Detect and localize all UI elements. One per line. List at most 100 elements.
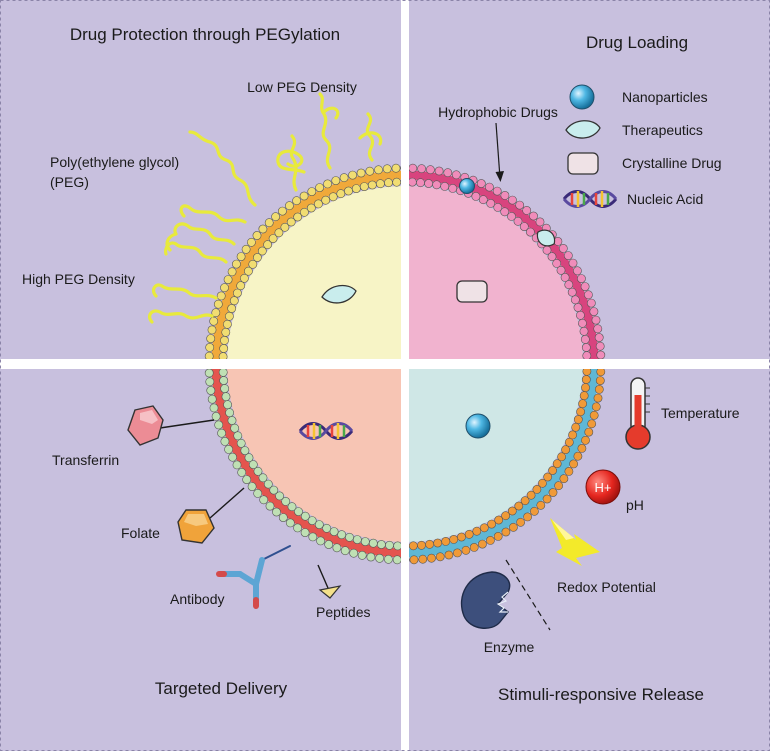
title-drug-loading: Drug Loading xyxy=(586,33,688,52)
title-stimuli-release: Stimuli-responsive Release xyxy=(498,685,704,704)
lipid-head xyxy=(361,538,369,546)
lipid-head xyxy=(272,508,280,516)
lipid-head xyxy=(393,556,401,564)
lipid-head xyxy=(452,171,460,179)
lipid-head xyxy=(218,429,226,437)
lipid-head xyxy=(300,192,308,200)
lipid-head xyxy=(385,541,393,549)
lipid-head xyxy=(248,483,256,491)
lipid-head xyxy=(210,404,218,412)
lipid-head xyxy=(565,467,573,475)
lipid-head xyxy=(206,343,214,351)
label-antibody: Antibody xyxy=(170,591,224,607)
lipid-head xyxy=(231,424,239,432)
lipid-head xyxy=(577,275,585,283)
lipid-head xyxy=(358,551,366,559)
lipid-head xyxy=(247,238,255,246)
lipid-head xyxy=(242,245,250,253)
lipid-head xyxy=(516,201,524,209)
lipid-head xyxy=(241,447,249,455)
label-transferrin: Transferrin xyxy=(52,452,119,468)
lipid-head xyxy=(332,177,340,185)
lipid-head xyxy=(220,284,228,292)
lipid-head xyxy=(594,394,602,402)
nanoparticle-icon xyxy=(570,85,594,109)
lipid-head xyxy=(596,342,604,350)
crystalline-drug-icon xyxy=(457,281,487,302)
lipid-head xyxy=(583,352,591,360)
lipid-head xyxy=(569,259,577,267)
lipid-head xyxy=(376,554,384,562)
lipid-head xyxy=(376,180,384,188)
lipid-head xyxy=(215,421,223,429)
lipid-head xyxy=(337,190,345,198)
lipid-head xyxy=(237,253,245,261)
label-folate: Folate xyxy=(121,525,160,541)
lipid-head xyxy=(555,482,563,490)
lipid-head xyxy=(224,401,232,409)
lipid-head xyxy=(592,316,600,324)
lipid-head xyxy=(565,281,573,289)
legend-therapeutics: Therapeutics xyxy=(622,122,703,138)
label-ph: pH xyxy=(626,497,644,513)
lipid-head xyxy=(369,539,377,547)
lipid-head xyxy=(577,408,585,416)
lipid-head xyxy=(233,461,241,469)
label-temperature: Temperature xyxy=(661,405,740,421)
lipid-head xyxy=(582,343,590,351)
lipid-head xyxy=(279,514,287,522)
lipid-head xyxy=(224,276,232,284)
lipid-head xyxy=(508,196,516,204)
lipid-head xyxy=(392,164,400,172)
lipid-head xyxy=(314,200,322,208)
lipid-head xyxy=(208,395,216,403)
lipid-head xyxy=(345,533,353,541)
lipid-head xyxy=(344,187,352,195)
lipid-head xyxy=(317,537,325,545)
lipid-head xyxy=(595,333,603,341)
lipid-head xyxy=(457,533,465,541)
lipid-head xyxy=(272,213,280,221)
lipid-head xyxy=(220,336,228,344)
lipid-head xyxy=(495,516,503,524)
lipid-head xyxy=(574,452,582,460)
lipid-head xyxy=(565,438,573,446)
lipid-head xyxy=(592,403,600,411)
lipid-head xyxy=(426,540,434,548)
divider-horizontal xyxy=(0,359,770,369)
lipid-head xyxy=(559,244,567,252)
lipid-head xyxy=(294,524,302,532)
lipid-head xyxy=(394,542,402,550)
lipid-head xyxy=(207,386,215,394)
lipid-head xyxy=(230,297,238,305)
lipid-head xyxy=(418,165,426,173)
lipid-head xyxy=(426,166,434,174)
lipid-head xyxy=(572,423,580,431)
lipid-head xyxy=(488,520,496,528)
lipid-head xyxy=(436,553,444,561)
lipid-head xyxy=(473,527,481,535)
lipid-head xyxy=(502,528,510,536)
label-high-peg-density: High PEG Density xyxy=(22,271,135,287)
lipid-head xyxy=(220,376,228,384)
lipid-head xyxy=(229,453,237,461)
lipid-head xyxy=(479,196,487,204)
lipid-head xyxy=(219,368,227,376)
lipid-head xyxy=(596,377,604,385)
lipid-head xyxy=(524,513,532,521)
lipid-head xyxy=(588,420,596,428)
lipid-head xyxy=(234,432,242,440)
label-hydrophobic-drugs: Hydrophobic Drugs xyxy=(438,104,558,120)
lipid-head xyxy=(254,489,262,497)
lipid-head xyxy=(316,184,324,192)
lipid-head xyxy=(206,378,214,386)
lipid-head xyxy=(408,178,416,186)
lipid-head xyxy=(584,291,592,299)
lipid-head xyxy=(569,431,577,439)
lipid-head xyxy=(226,409,234,417)
lipid-head xyxy=(441,182,449,190)
lipid-head xyxy=(472,192,480,200)
lipid-head xyxy=(377,540,385,548)
crystalline-drug-icon xyxy=(568,153,598,174)
